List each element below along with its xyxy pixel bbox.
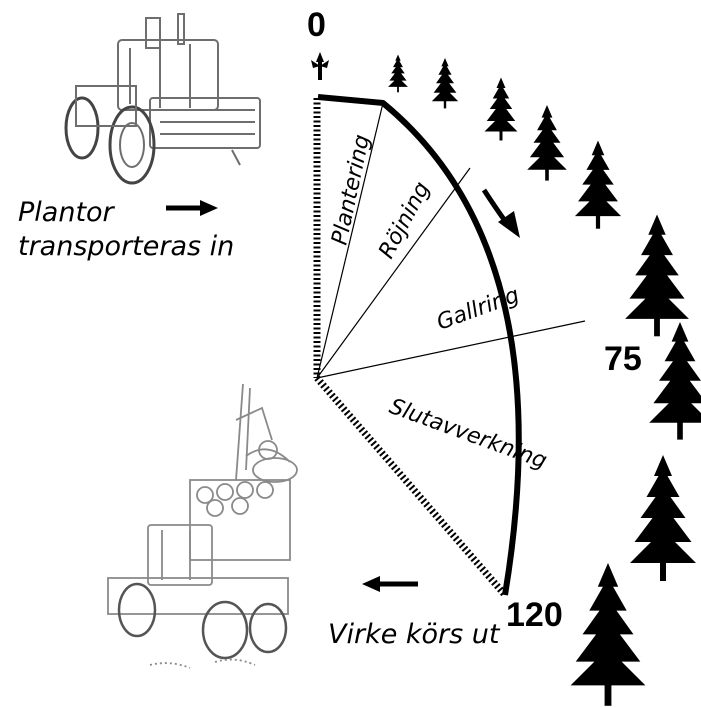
arrow-left-icon (362, 576, 418, 592)
spruce-tree-icon (625, 214, 689, 337)
spruce-tree-icon (649, 322, 701, 440)
spruce-tree-icon (527, 105, 567, 181)
spruce-tree-icon (574, 140, 622, 229)
spruce-tree-icon (570, 563, 646, 706)
seedling-icon (311, 52, 329, 80)
curved-arrow-icon (481, 188, 520, 238)
phase-label-rojning: Röjning (374, 178, 435, 263)
rotation-sector (313, 94, 586, 598)
phase-label-slutavverkning: Slutavverkning (386, 394, 550, 474)
label-mid: 75 (604, 340, 642, 378)
caption-plants-in-line2: transporteras in (18, 231, 234, 262)
arrow-right-icon (166, 200, 218, 216)
spruce-tree-icon (431, 58, 459, 109)
spruce-tree-icon (484, 77, 518, 141)
caption-timber-out: Virke körs ut (328, 619, 501, 650)
spruce-tree-icon (388, 54, 408, 93)
label-end: 120 (506, 596, 563, 634)
tractor-icon (64, 13, 261, 185)
phase-label-plantering: Plantering (327, 132, 375, 247)
spruce-tree-icon (630, 455, 696, 581)
label-start: 0 (307, 6, 326, 44)
forwarder-icon (107, 383, 298, 669)
caption-plants-in-line1: Plantor (18, 197, 116, 228)
